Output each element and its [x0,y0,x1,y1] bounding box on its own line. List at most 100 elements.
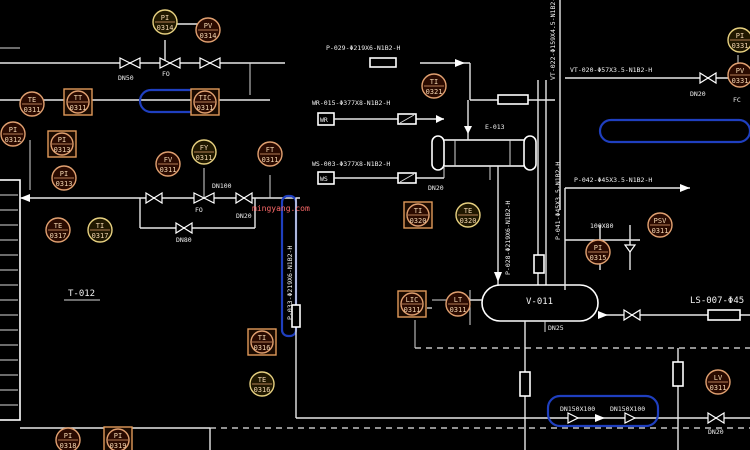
instrument-number: 0312 [5,136,22,144]
wr-line: WR-015-Φ377X8-N1B2-H WR [312,99,444,126]
instrument-tag: FT [266,146,275,154]
instrument-tag: LV [714,374,723,382]
dn150a-label: DN150X100 [560,405,595,413]
instrument-tt-0311: TT 0311 [63,88,93,116]
instrument-ti-0317: TI 0317 [87,217,113,243]
instrument-tic-0311: TIC 0311 [190,88,220,116]
pipe-label-vt020: VT-020-Φ57X3.5-N1B2-H [570,66,652,74]
instrument-number: 0311 [70,104,87,112]
instrument-tag: PI [161,14,169,22]
instrument-number: 0315 [590,254,607,262]
instrument-number: 0311 [450,306,467,314]
dn100-label: DN100 [212,182,232,190]
p029-line: P-029-Φ219X6-N1B2-H [326,44,400,68]
instrument-tag: TE [28,96,36,104]
top-left-piping: DN50 FO [0,23,285,101]
instrument-number: 0318 [60,442,77,450]
instrument-number: 0313 [54,146,71,154]
pipe-label-right: VT-022-Φ159X4.5-N1B2-H [549,0,557,80]
instrument-number: 0311 [262,156,279,164]
watermark: mingyang.com [252,204,310,213]
fo2-label: FO [195,206,203,214]
instrument-tag: PV [736,67,745,75]
dn20-label: DN20 [236,212,252,220]
vt020-line: VT-020-Φ57X3.5-N1B2-H DN20 FC [138,55,750,144]
dn20b-label: DN20 [428,184,444,192]
instrument-tag: TIC [199,94,212,102]
instrument-lic-0311: LIC 0311 [397,290,427,318]
instrument-fv-0311: FV 0311 [155,151,181,177]
pipe-label-ws003: WS-003-Φ377X8-N1B2-H [312,160,390,168]
tank-label: T-012 [68,289,95,299]
dn20d-label: DN20 [690,90,706,98]
instrument-tag: FV [164,156,173,164]
dn25-label: DN25 [548,324,564,332]
instrument-pi-0331: PI 0331 [727,27,750,53]
instrument-tag: TI [414,207,422,215]
pipe-label-mid: P-041-Φ45X3.5-N1B2-H [554,162,562,240]
fc-label: FC [733,96,741,104]
instrument-number: 0311 [24,106,41,114]
instrument-number: 0311 [160,166,177,174]
instrument-tag: TT [74,94,83,102]
instrument-tag: LT [454,296,463,304]
instrument-pv-0314: PV 0314 [195,17,221,43]
instrument-number: 0311 [404,306,421,314]
instrument-number: 0316 [254,344,271,352]
instrument-tag: PI [58,136,66,144]
tank-t012: T-012 [0,179,100,421]
pipe-label-ls007: LS-007-Φ45 [690,296,744,306]
instrument-number: 0311 [652,227,669,235]
instrument-tag: PI [736,32,744,40]
dn150b-label: DN150X100 [610,405,645,413]
instrument-number: 0331 [732,42,749,50]
instrument-number: 0316 [254,386,271,394]
bottom-reducers: DN150X100 DN150X100 DN20 [546,348,725,450]
exchanger-label: E-013 [485,123,505,131]
ws-box: WS [320,175,328,183]
instrument-tag: PI [60,170,68,178]
instrument-tag: TI [430,78,438,86]
instrument-te-0311: TE 0311 [19,91,45,117]
heat-exchanger-e013: E-013 [420,59,555,180]
instrument-number: 0319 [110,442,127,450]
instrument-tag: TI [96,222,104,230]
ws-line: WS-003-Φ377X8-N1B2-H WS DN20 [312,160,445,192]
vessel-label: V-011 [526,297,553,307]
vertical-pipes-center: P-028-Φ219X6-N1B2-H P-041-Φ45X3.5-N1B2-H… [494,0,562,290]
instrument-tag: TE [54,222,62,230]
instrument-number: 0317 [92,232,109,240]
dn80-label: DN80 [176,236,192,244]
instrument-number: 0311 [196,154,213,162]
dn20c-label: DN20 [708,428,724,436]
instrument-tag: FY [200,144,209,152]
instrument-number: 0311 [197,104,214,112]
dn100x80-label: 100X80 [590,222,614,230]
instrument-number: 0321 [426,88,443,96]
instrument-fy-0311: FY 0311 [191,139,217,165]
pipe-label-p042: P-042-Φ45X3.5-N1B2-H [574,176,652,184]
instrument-tag: PV [204,22,213,30]
fo-label: FO [162,70,170,78]
pipe-label-wr015: WR-015-Φ377X8-N1B2-H [312,99,390,107]
instrument-ti-0321: TI 0321 [421,73,447,99]
instrument-pi-0314: PI 0314 [152,9,178,35]
pipe-label-p029: P-029-Φ219X6-N1B2-H [326,44,400,52]
instrument-tag: LIC [406,296,419,304]
instrument-number: 0314 [200,32,217,40]
pipe-label-p028: P-028-Φ219X6-N1B2-H [504,201,512,275]
instrument-number: 0314 [157,24,174,32]
